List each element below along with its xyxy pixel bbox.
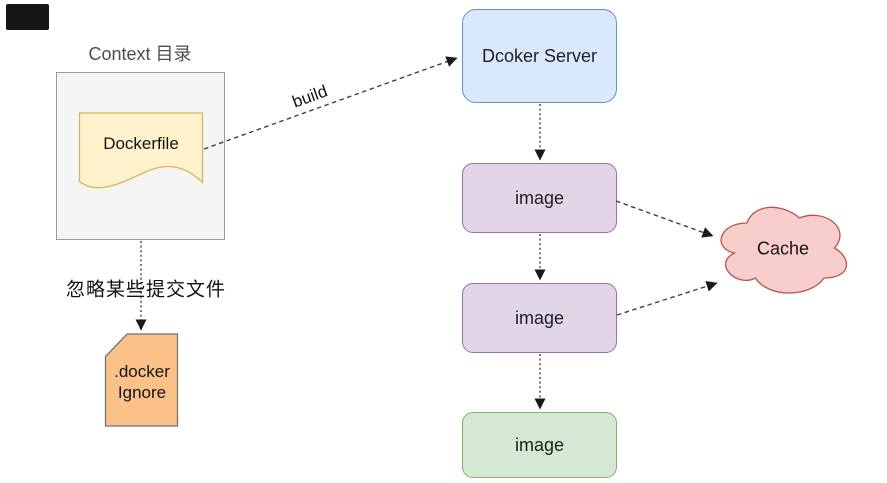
image-bottom-label: image — [514, 434, 565, 455]
node-image-top: image — [462, 163, 617, 233]
connector-build-arrow — [203, 56, 458, 150]
top-left-dark-artifact — [6, 4, 49, 30]
build-arrow-label: build — [289, 81, 330, 112]
context-directory-box — [56, 72, 225, 240]
context-directory-title: Context 目录 — [88, 44, 192, 64]
connector-image1-to-cache — [615, 200, 714, 238]
image-top-label: image — [514, 187, 565, 208]
node-image-middle: image — [462, 283, 617, 353]
dockerignore-note-label: .docker Ignore — [114, 361, 170, 403]
dockerignore-note-line2: Ignore — [117, 383, 167, 402]
image-middle-label: image — [514, 307, 565, 328]
ignore-files-arrow-label: 忽略某些提交文件 — [65, 279, 227, 301]
docker-server-label: Dcoker Server — [481, 45, 598, 66]
connector-image2-to-cache — [616, 280, 718, 316]
cache-label: Cache — [756, 238, 810, 259]
dockerfile-label: Dockerfile — [103, 134, 179, 153]
dockerignore-note-line1: .docker — [114, 362, 170, 381]
node-image-bottom: image — [462, 412, 617, 478]
node-docker-server: Dcoker Server — [462, 9, 617, 103]
